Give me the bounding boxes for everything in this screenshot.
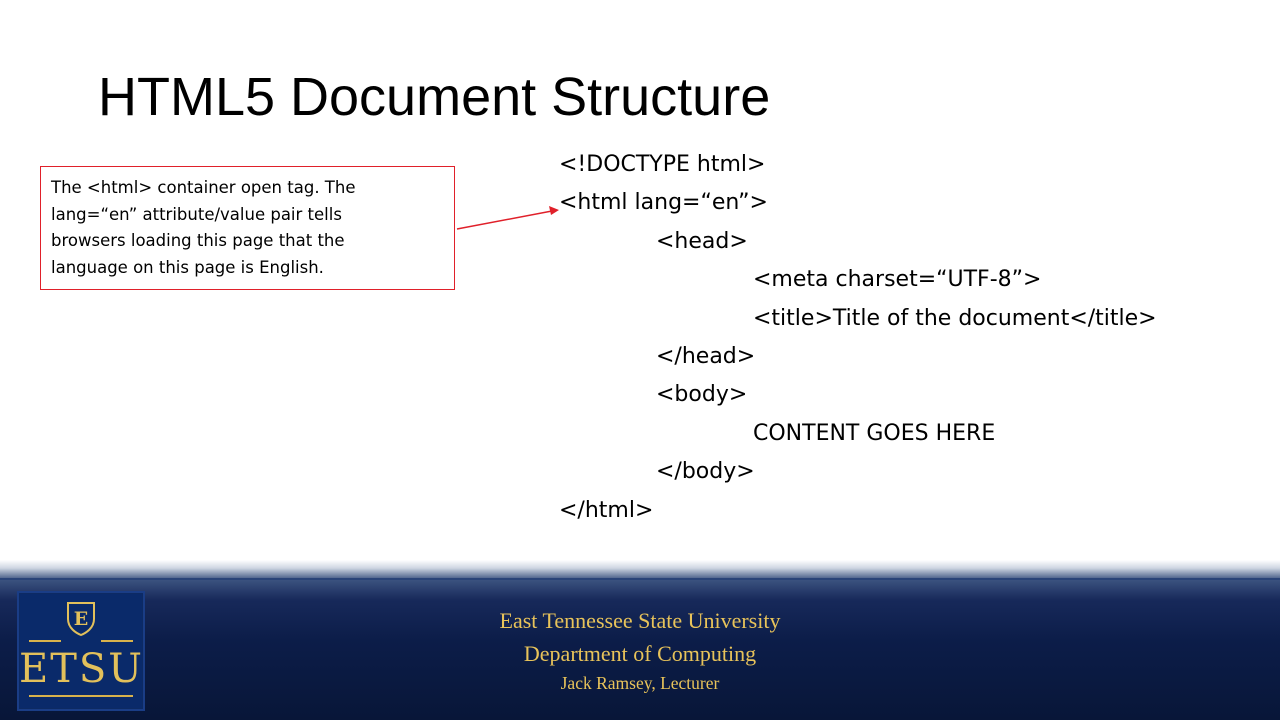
code-line-html-close: </html>: [559, 497, 654, 523]
callout-box: The <html> container open tag. The lang=…: [40, 166, 455, 290]
code-line-head-open: <head>: [656, 228, 748, 254]
code-line-html-open: <html lang=“en”>: [559, 190, 768, 216]
code-line-head-close: </head>: [656, 343, 756, 369]
callout-line: language on this page is English.: [51, 257, 324, 277]
code-block: <!DOCTYPE html> <html lang=“en”> <head> …: [559, 146, 1157, 530]
footer-university: East Tennessee State University: [499, 608, 781, 633]
code-line-body-close: </body>: [656, 459, 755, 485]
footer-divider: [0, 578, 1280, 580]
code-line-doctype: <!DOCTYPE html>: [559, 152, 766, 177]
code-line-body-open: <body>: [656, 382, 748, 408]
footer-lecturer: Jack Ramsey, Lecturer: [560, 673, 720, 693]
logo-rule: [101, 640, 133, 642]
code-line-title: <title>Title of the document</title>: [753, 305, 1157, 331]
shield-icon: E: [67, 602, 95, 637]
etsu-logo: E ETSU: [17, 591, 145, 711]
shield-letter: E: [74, 608, 88, 630]
callout-line: The <html> container open tag. The: [51, 178, 356, 197]
code-line-meta: <meta charset=“UTF-8”>: [753, 267, 1042, 293]
code-line-content: CONTENT GOES HERE: [753, 420, 996, 446]
callout-arrow-head: [549, 206, 559, 215]
slide-title: HTML5 Document Structure: [98, 67, 771, 127]
logo-rule: [29, 695, 133, 697]
footer-band: [0, 560, 1280, 720]
logo-rule: [29, 640, 61, 642]
callout-line: browsers loading this page that the: [51, 231, 345, 250]
callout-arrow-line: [456, 210, 553, 230]
callout-line: lang=“en” attribute/value pair tells: [51, 204, 342, 224]
footer-department: Department of Computing: [523, 641, 757, 666]
logo-wordmark: ETSU: [19, 646, 144, 692]
